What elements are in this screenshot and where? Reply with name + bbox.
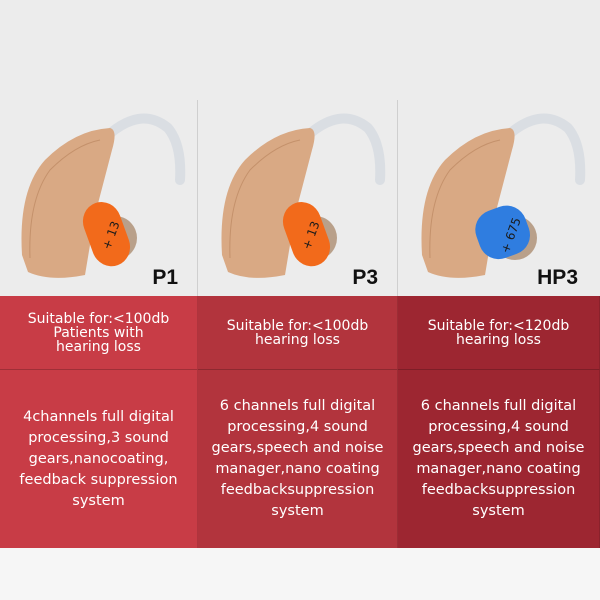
model-label: HP3 — [537, 266, 578, 289]
suitable-line: Patients with — [53, 324, 144, 341]
feature-line: system — [72, 492, 125, 509]
suitable-line: Suitable for:<100db — [226, 317, 369, 334]
features-cell-p3: 6 channels full digital processing,4 soun… — [198, 370, 398, 548]
feature-line: manager,nano coating — [416, 461, 581, 477]
feature-line: 6 channels full digital — [219, 398, 376, 414]
feature-line: processing,3 sound — [28, 429, 169, 446]
product-hp3: + 675 HP3 — [400, 0, 600, 296]
feature-line: gears,speech and noise — [211, 440, 384, 456]
feature-line: manager,nano coating — [215, 461, 380, 477]
suitable-line: Suitable for:<100db — [27, 310, 170, 327]
feature-line: feedback suppression — [19, 471, 178, 488]
feature-line: 6 channels full digital — [420, 398, 577, 414]
suitable-line: hearing loss — [255, 331, 340, 348]
divider — [397, 100, 398, 296]
hearing-aid-icon: + 13 — [221, 113, 386, 278]
feature-line: system — [472, 503, 525, 519]
feature-line: 4channels full digital — [23, 408, 174, 425]
features-cell-hp3: 6 channels full digital processing,4 soun… — [398, 370, 600, 548]
feature-line: gears,speech and noise — [412, 440, 585, 456]
features-cell-p1: 4channels full digital processing,3 sound… — [0, 370, 198, 548]
divider — [197, 100, 198, 296]
product-p1: + 13 P1 — [0, 0, 200, 296]
hearing-aid-icon: + 13 — [21, 113, 186, 278]
hearing-aid-icon: + 675 — [421, 113, 586, 278]
feature-line: processing,4 sound — [227, 419, 368, 435]
model-label: P3 — [352, 266, 378, 289]
suitable-line: Suitable for:<120db — [427, 317, 570, 334]
model-label: P1 — [152, 266, 178, 289]
feature-line: feedbacksuppression — [220, 482, 375, 498]
feature-line: system — [271, 503, 324, 519]
product-p3: + 13 P3 — [200, 0, 400, 296]
feature-line: processing,4 sound — [428, 419, 569, 435]
footer-strip — [0, 548, 600, 600]
feature-line: feedbacksuppression — [421, 482, 576, 498]
suitable-line: hearing loss — [456, 331, 541, 348]
suitable-line: hearing loss — [56, 338, 141, 355]
feature-line: gears,nanocoating, — [28, 450, 169, 467]
